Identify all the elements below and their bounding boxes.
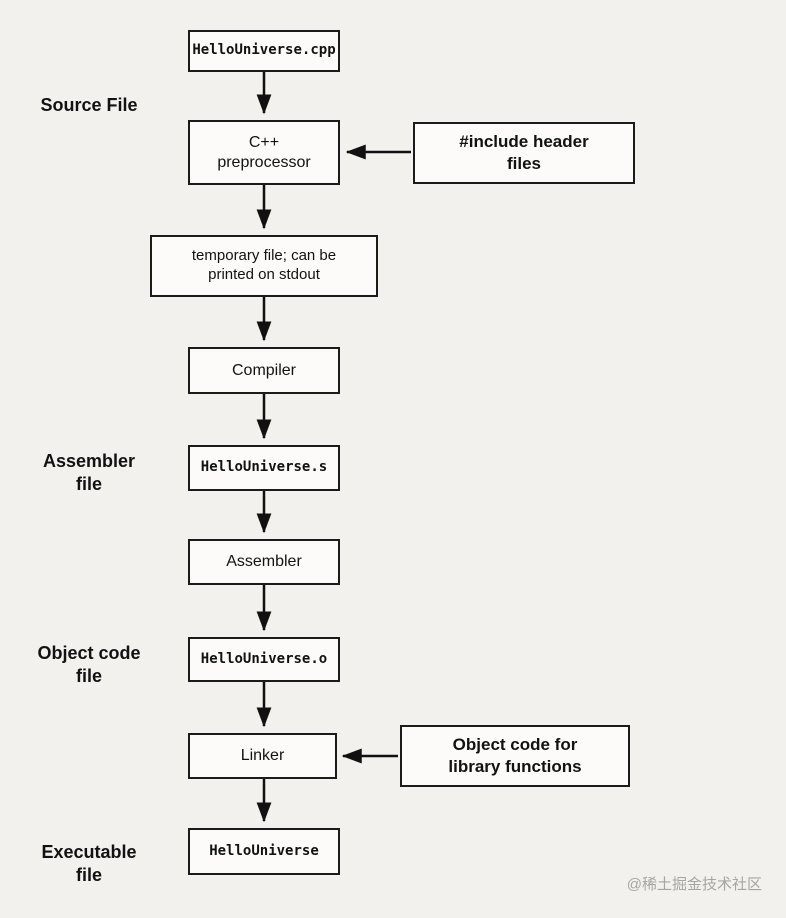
node-source-file: HelloUniverse.cpp — [188, 30, 340, 72]
node-temporary-file: temporary file; can be printed on stdout — [150, 235, 378, 297]
node-executable-file: HelloUniverse — [188, 828, 340, 875]
node-object-code-file: HelloUniverse.o — [188, 637, 340, 682]
node-library-object-code: Object code for library functions — [400, 725, 630, 787]
stage-label-assembler-file: Assembler file — [42, 451, 136, 495]
node-compiler: Compiler — [188, 347, 340, 394]
stage-label-source-file: Source File — [40, 95, 138, 115]
stage-label-object-code-file: Object code file — [37, 643, 141, 687]
node-preprocessor: C++ preprocessor — [188, 120, 340, 185]
node-linker: Linker — [188, 733, 337, 779]
watermark-text: @稀土掘金技术社区 — [626, 876, 762, 893]
stage-label-executable-file: Executable file — [41, 842, 137, 886]
node-assembler: Assembler — [188, 539, 340, 585]
node-assembler-file: HelloUniverse.s — [188, 445, 340, 491]
node-include-headers: #include header files — [413, 122, 635, 184]
